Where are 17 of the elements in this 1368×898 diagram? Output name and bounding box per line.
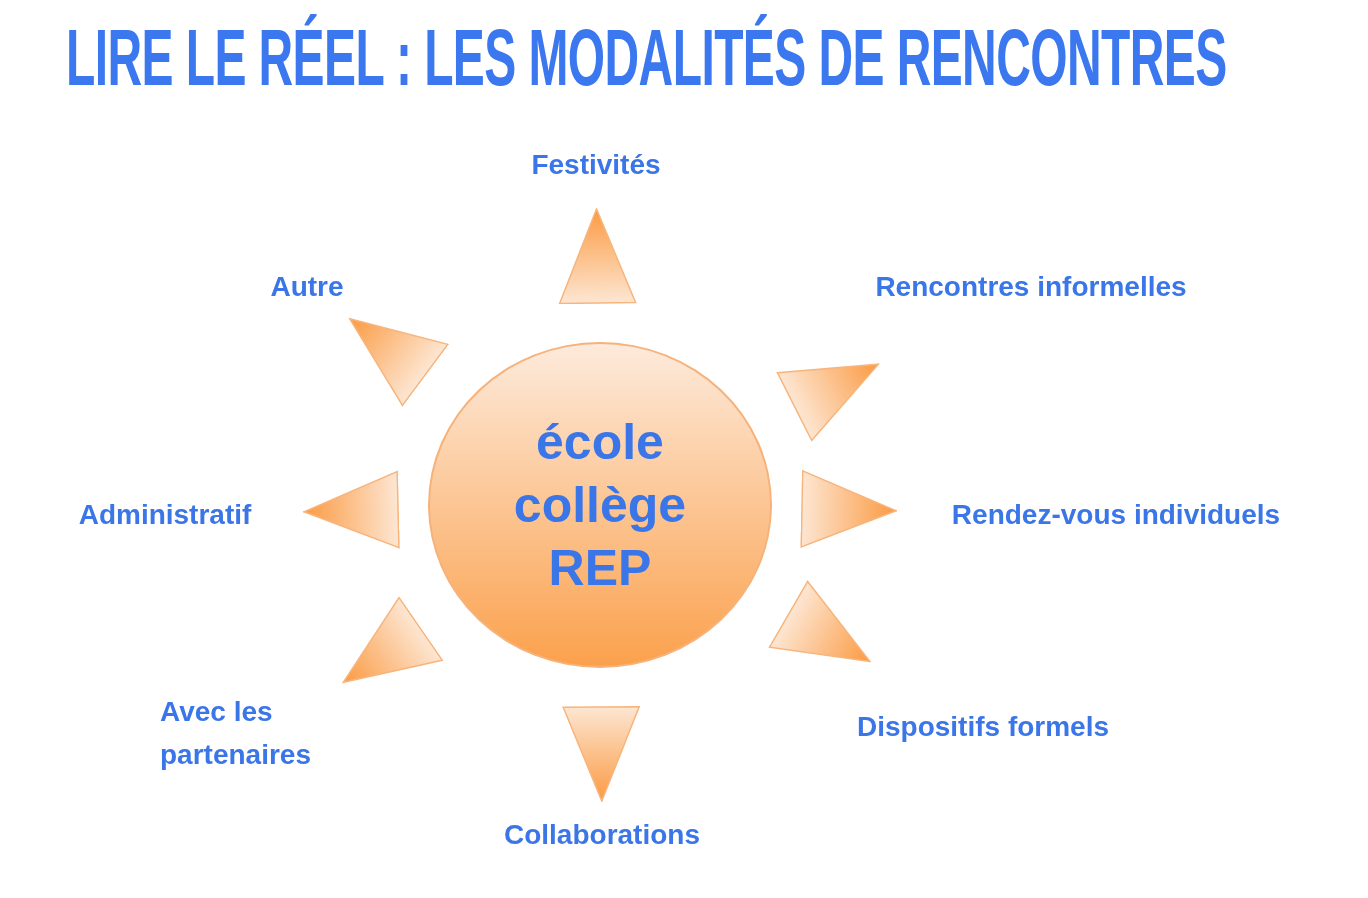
arrow [342,596,443,684]
category-label: Administratif [60,493,270,537]
arrow [776,363,880,442]
category-label: Festivités [496,143,696,187]
category-label: Dispositifs formels [833,705,1133,749]
category-label: Avec les partenaires [160,690,380,776]
arrow [800,470,898,548]
arrow [302,470,400,549]
arrow [558,207,637,305]
category-label: Rendez-vous individuels [926,493,1306,537]
arrow [562,706,640,803]
arrow [768,580,872,663]
category-label: Collaborations [482,813,722,857]
category-label: Autre [237,265,377,309]
arrow [348,317,449,407]
center-label: école collège REP [512,412,688,598]
category-label: Rencontres informelles [851,265,1211,309]
